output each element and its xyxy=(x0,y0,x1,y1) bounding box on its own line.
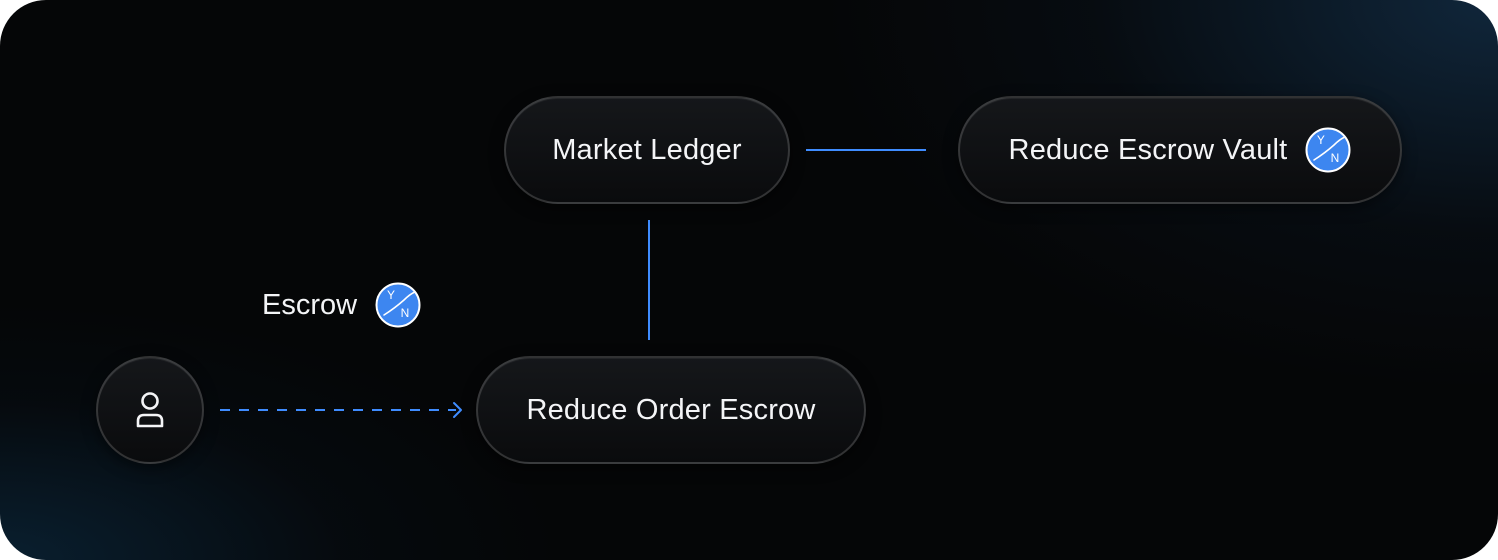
edge-user-to-order-arrowhead xyxy=(453,402,462,418)
node-reduce-escrow-vault-label: Reduce Escrow Vault xyxy=(1008,133,1288,166)
node-market-ledger-label: Market Ledger xyxy=(552,133,742,166)
node-market-ledger[interactable]: Market Ledger xyxy=(504,96,790,204)
node-reduce-order-escrow-label: Reduce Order Escrow xyxy=(526,393,816,426)
badge-y-text: Y xyxy=(1317,133,1325,147)
badge-y-text: Y xyxy=(387,288,395,302)
node-user[interactable] xyxy=(96,356,204,464)
yes-no-badge-icon: Y N xyxy=(375,282,421,328)
edge-escrow-label-group: Escrow Y N xyxy=(262,280,421,330)
node-reduce-escrow-vault[interactable]: Reduce Escrow Vault Y N xyxy=(958,96,1402,204)
yes-no-badge-icon: Y N xyxy=(1305,127,1351,173)
user-icon xyxy=(136,392,164,428)
edge-escrow-label: Escrow xyxy=(262,288,358,321)
badge-n-text: N xyxy=(401,306,410,320)
node-reduce-order-escrow[interactable]: Reduce Order Escrow xyxy=(476,356,866,464)
badge-n-text: N xyxy=(1331,151,1340,165)
